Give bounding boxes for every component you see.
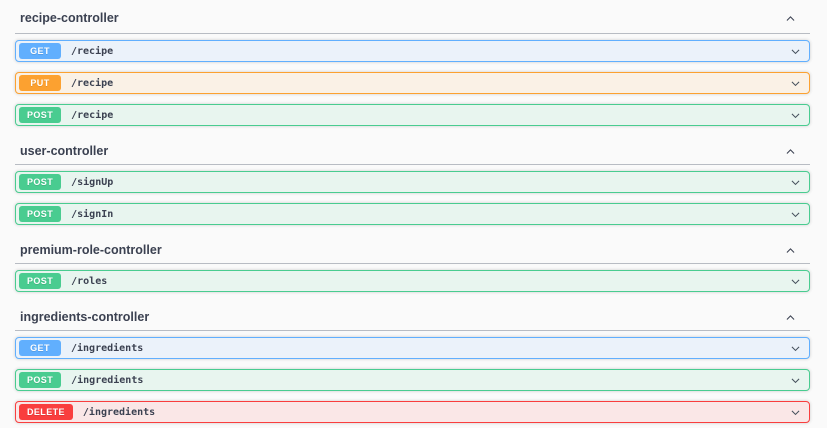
- http-method-badge: POST: [19, 174, 62, 190]
- endpoint-list: POST /signUp POST /signIn: [15, 165, 810, 225]
- endpoint-row[interactable]: DELETE /ingredients: [15, 401, 810, 423]
- endpoint-list: GET /recipe PUT /recipe POST /recipe: [15, 34, 810, 126]
- http-method-badge: POST: [19, 107, 62, 123]
- chevron-up-icon[interactable]: [784, 145, 810, 158]
- controller-header[interactable]: recipe-controller: [15, 0, 810, 34]
- endpoint-path: /recipe: [71, 109, 114, 121]
- chevron-up-icon[interactable]: [784, 12, 810, 25]
- chevron-down-icon[interactable]: [789, 45, 804, 58]
- http-method-badge: POST: [19, 273, 62, 289]
- controller-section: user-controller POST /signUp POST /signI…: [15, 136, 810, 225]
- chevron-down-icon[interactable]: [789, 77, 804, 90]
- controller-section: premium-role-controller POST /roles: [15, 235, 810, 292]
- endpoint-row[interactable]: PUT /recipe: [15, 72, 810, 94]
- endpoint-path: /ingredients: [71, 374, 144, 386]
- controller-header[interactable]: user-controller: [15, 136, 810, 165]
- chevron-down-icon[interactable]: [789, 176, 804, 189]
- controller-section: ingredients-controller GET /ingredients …: [15, 302, 810, 423]
- controller-title: ingredients-controller: [20, 310, 150, 324]
- http-method-badge: PUT: [19, 75, 61, 91]
- endpoint-row[interactable]: GET /ingredients: [15, 337, 810, 359]
- endpoint-row[interactable]: POST /signIn: [15, 203, 810, 225]
- controller-section: recipe-controller GET /recipe PUT /recip…: [15, 0, 810, 126]
- controller-title: recipe-controller: [20, 11, 119, 25]
- chevron-down-icon[interactable]: [789, 406, 804, 419]
- endpoint-path: /roles: [71, 275, 108, 287]
- http-method-badge: POST: [19, 206, 62, 222]
- endpoint-row[interactable]: POST /roles: [15, 270, 810, 292]
- endpoint-path: /signIn: [71, 208, 114, 220]
- endpoint-row[interactable]: GET /recipe: [15, 40, 810, 62]
- chevron-up-icon[interactable]: [784, 244, 810, 257]
- http-method-badge: POST: [19, 372, 62, 388]
- chevron-down-icon[interactable]: [789, 275, 804, 288]
- http-method-badge: GET: [19, 43, 61, 59]
- chevron-down-icon[interactable]: [789, 208, 804, 221]
- endpoint-row[interactable]: POST /recipe: [15, 104, 810, 126]
- controller-header[interactable]: premium-role-controller: [15, 235, 810, 264]
- endpoint-list: GET /ingredients POST /ingredients DELET…: [15, 331, 810, 423]
- chevron-down-icon[interactable]: [789, 109, 804, 122]
- controller-title: user-controller: [20, 144, 109, 158]
- chevron-up-icon[interactable]: [784, 311, 810, 324]
- endpoint-row[interactable]: POST /signUp: [15, 171, 810, 193]
- endpoint-row[interactable]: POST /ingredients: [15, 369, 810, 391]
- endpoint-path: /recipe: [71, 45, 114, 57]
- http-method-badge: GET: [19, 340, 61, 356]
- endpoint-path: /signUp: [71, 176, 114, 188]
- endpoint-path: /recipe: [71, 77, 114, 89]
- chevron-down-icon[interactable]: [789, 342, 804, 355]
- endpoint-path: /ingredients: [71, 342, 144, 354]
- api-sections: recipe-controller GET /recipe PUT /recip…: [15, 0, 810, 423]
- endpoint-list: POST /roles: [15, 264, 810, 292]
- chevron-down-icon[interactable]: [789, 374, 804, 387]
- endpoint-path: /ingredients: [82, 406, 156, 418]
- controller-title: premium-role-controller: [20, 243, 162, 257]
- controller-header[interactable]: ingredients-controller: [15, 302, 810, 331]
- http-method-badge: DELETE: [19, 404, 73, 420]
